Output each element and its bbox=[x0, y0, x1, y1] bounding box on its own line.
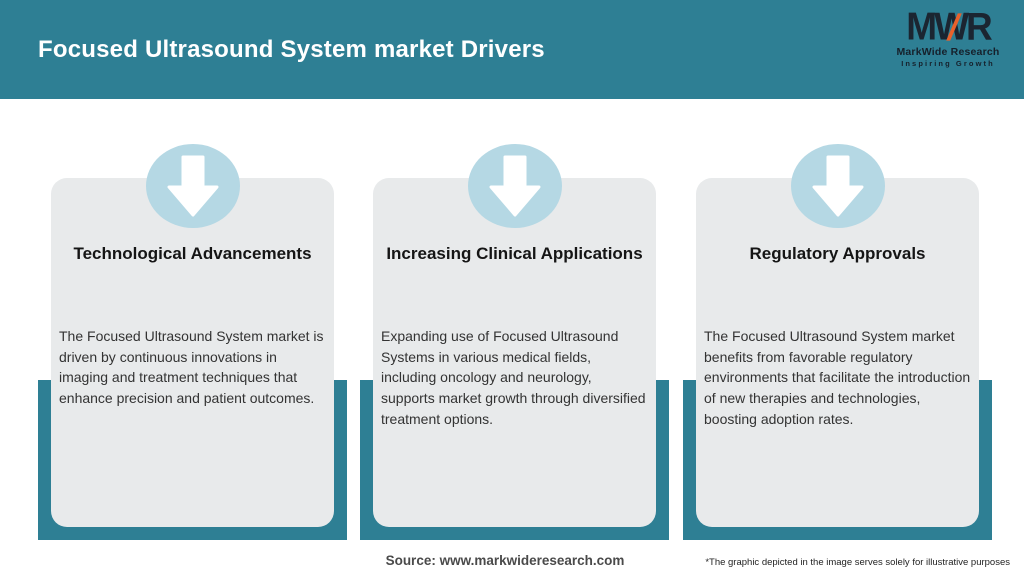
header-bar: Focused Ultrasound System market Drivers bbox=[0, 0, 1024, 99]
logo-name: MarkWide Research bbox=[896, 46, 1000, 58]
driver-column-2: Increasing Clinical Applications Expandi… bbox=[360, 0, 669, 576]
driver-column-1: Technological Advancements The Focused U… bbox=[38, 0, 347, 576]
down-arrow-badge bbox=[145, 144, 240, 228]
card-body: The Focused Ultrasound System market ben… bbox=[704, 328, 971, 427]
driver-column-3: Regulatory Approvals The Focused Ultraso… bbox=[683, 0, 992, 576]
page-title: Focused Ultrasound System market Drivers bbox=[38, 35, 545, 63]
card-body: Expanding use of Focused Ultrasound Syst… bbox=[381, 328, 646, 427]
card-title: Increasing Clinical Applications bbox=[386, 244, 643, 263]
down-arrow-icon bbox=[812, 155, 863, 217]
down-arrow-icon bbox=[489, 155, 540, 217]
driver-card bbox=[51, 178, 334, 527]
card-body: The Focused Ultrasound System market is … bbox=[59, 328, 324, 407]
down-arrow-icon bbox=[167, 155, 218, 217]
down-arrow-badge bbox=[790, 144, 885, 228]
down-arrow-badge bbox=[467, 144, 562, 228]
card-title: Technological Advancements bbox=[73, 244, 312, 263]
driver-card bbox=[373, 178, 656, 527]
logo-tagline: Inspiring Growth bbox=[901, 58, 995, 68]
disclaimer-note: *The graphic depicted in the image serve… bbox=[705, 557, 1010, 568]
markwide-research-logo: MWR MarkWide Research Inspiring Growth bbox=[888, 7, 1008, 68]
source-attribution: Source: www.markwideresearch.com bbox=[385, 553, 625, 568]
card-title: Regulatory Approvals bbox=[749, 244, 926, 263]
driver-card bbox=[696, 178, 979, 527]
logo-acronym: MWR bbox=[906, 7, 992, 46]
